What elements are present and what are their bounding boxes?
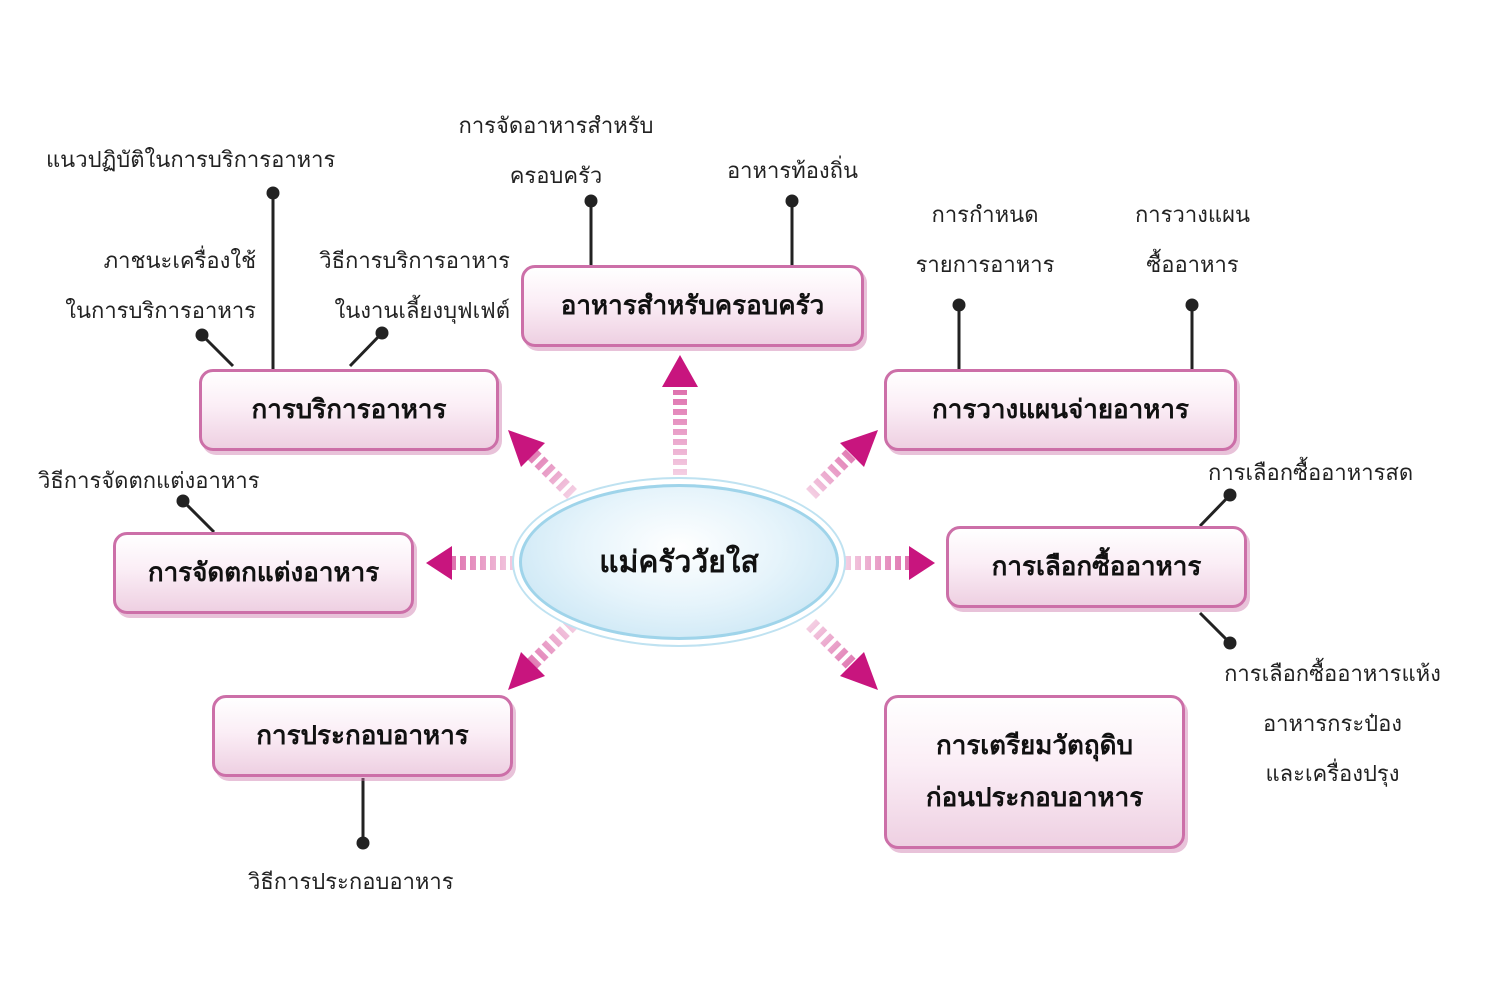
connector-menu-planning [952,298,966,369]
arrow-up [662,355,698,475]
sub-local-food: อาหารท้องถิ่น [726,159,859,184]
arrow-right [845,546,935,580]
sub-family-arrangement: การจัดอาหารสำหรับ ครอบครัว [458,114,654,189]
sub-serving-practice: แนวปฏิบัติในการบริการอาหาร [46,148,336,173]
sub-serving-utensils: ภาชนะเครื่องใช้ ในการบริการอาหาร [65,249,256,324]
topic-meal-planning: การวางแผนจ่ายอาหาร [884,369,1237,451]
arrow-up-left [508,430,577,499]
arrow-up-right [806,430,878,499]
connector-cooking-method [356,778,370,850]
sub-decorating-method: วิธีการจัดตกแต่งอาหาร [38,469,260,494]
topic-cooking: การประกอบอาหาร [212,695,513,777]
connector-purchase-planning [1185,298,1199,369]
connector-serving-practice [266,186,280,369]
sub-purchase-planning: การวางแผน ซื้ออาหาร [1134,203,1251,278]
sub-dry-food: การเลือกซื้ออาหารแห้ง อาหารกระป๋อง และเค… [1224,662,1441,787]
topic-serving: การบริการอาหาร [199,369,499,451]
connector-family-arrangement [584,194,598,265]
center-topic: แม่ครัววัยใส [519,484,839,640]
arrow-down-left [508,619,577,690]
arrow-down-right [806,619,878,690]
sub-buffet-serving: วิธีการบริการอาหาร ในงานเลี้ยงบุฟเฟต์ [319,249,510,324]
topic-ingredient-prep: การเตรียมวัตถุดิบ ก่อนประกอบอาหาร [884,695,1185,849]
connector-decorating [176,494,216,534]
connector-fresh-food [1198,488,1237,528]
connector-dry-food [1198,611,1237,650]
sub-cooking-method: วิธีการประกอบอาหาร [248,870,454,895]
connector-local-food [785,194,799,265]
sub-fresh-food: การเลือกซื้ออาหารสด [1208,461,1414,486]
topic-buying: การเลือกซื้ออาหาร [946,526,1247,608]
topic-decorating: การจัดตกแต่งอาหาร [113,532,414,614]
connector-buffet [348,326,389,368]
topic-family-food: อาหารสำหรับครอบครัว [521,265,864,347]
arrow-left [426,546,516,580]
connector-serving-utensils [195,328,235,368]
sub-menu-planning: การกำหนด รายการอาหาร [915,203,1055,278]
